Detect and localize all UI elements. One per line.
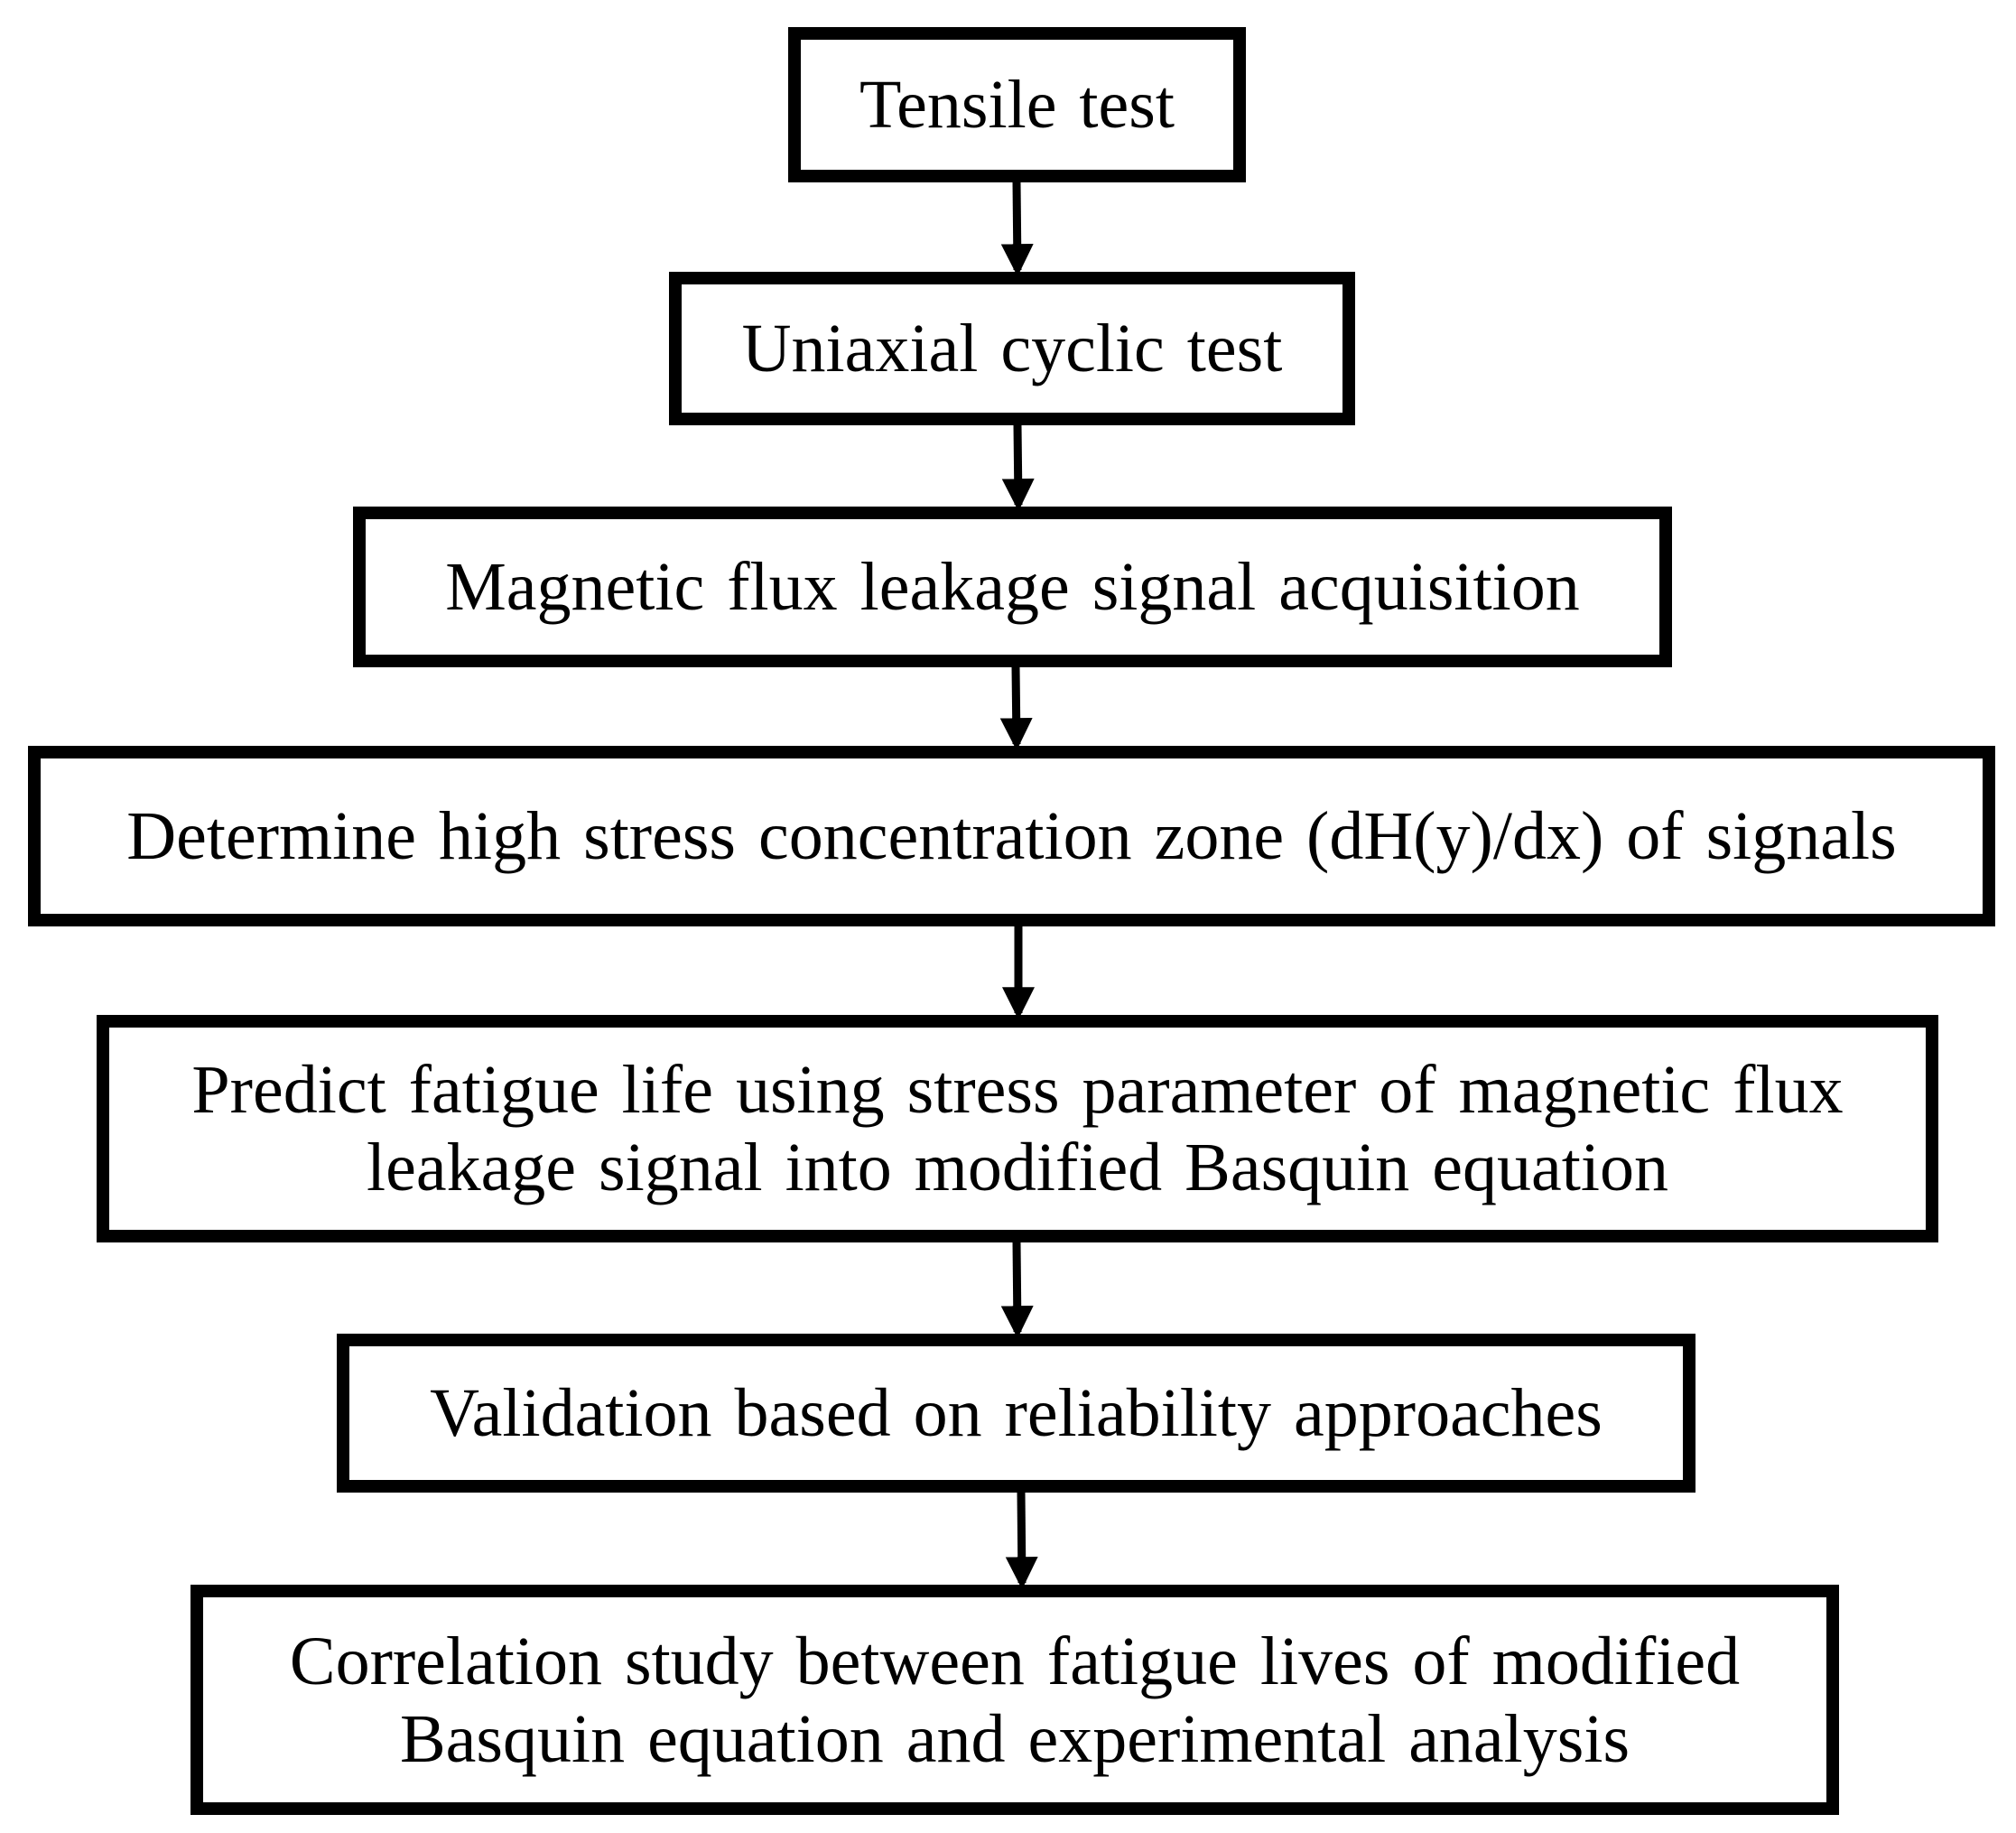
step-box-tensile-test: Tensile test — [788, 27, 1246, 182]
step-box-signal-acquisition: Magnetic flux leakage signal acquisition — [353, 507, 1672, 667]
step-label: Tensile test — [859, 67, 1175, 143]
step-box-validation: Validation based on reliability approach… — [337, 1334, 1695, 1493]
step-label-line-2: leakage signal into modified Basquin equ… — [366, 1130, 1668, 1205]
arrow-2 — [1001, 424, 1035, 512]
arrow-3 — [999, 666, 1033, 751]
step-box-uniaxial-cyclic-test: Uniaxial cyclic test — [669, 272, 1355, 425]
step-box-predict-fatigue-life: Predict fatigue life using stress parame… — [97, 1015, 1938, 1242]
step-label: Determine high stress concentration zone… — [126, 798, 1897, 874]
step-label: Magnetic flux leakage signal acquisition — [445, 549, 1580, 625]
step-box-stress-concentration-zone: Determine high stress concentration zone… — [28, 746, 1995, 926]
step-label-line-2: Basquin equation and experimental analys… — [399, 1700, 1630, 1777]
step-label: Validation based on reliability approach… — [430, 1375, 1603, 1451]
step-label-line-1: Correlation study between fatigue lives … — [289, 1623, 1741, 1699]
step-label: Uniaxial cyclic test — [741, 311, 1283, 386]
step-box-correlation-study: Correlation study between fatigue lives … — [190, 1585, 1839, 1815]
arrow-6 — [1005, 1492, 1038, 1590]
step-label-line-1: Predict fatigue life using stress parame… — [191, 1052, 1844, 1128]
